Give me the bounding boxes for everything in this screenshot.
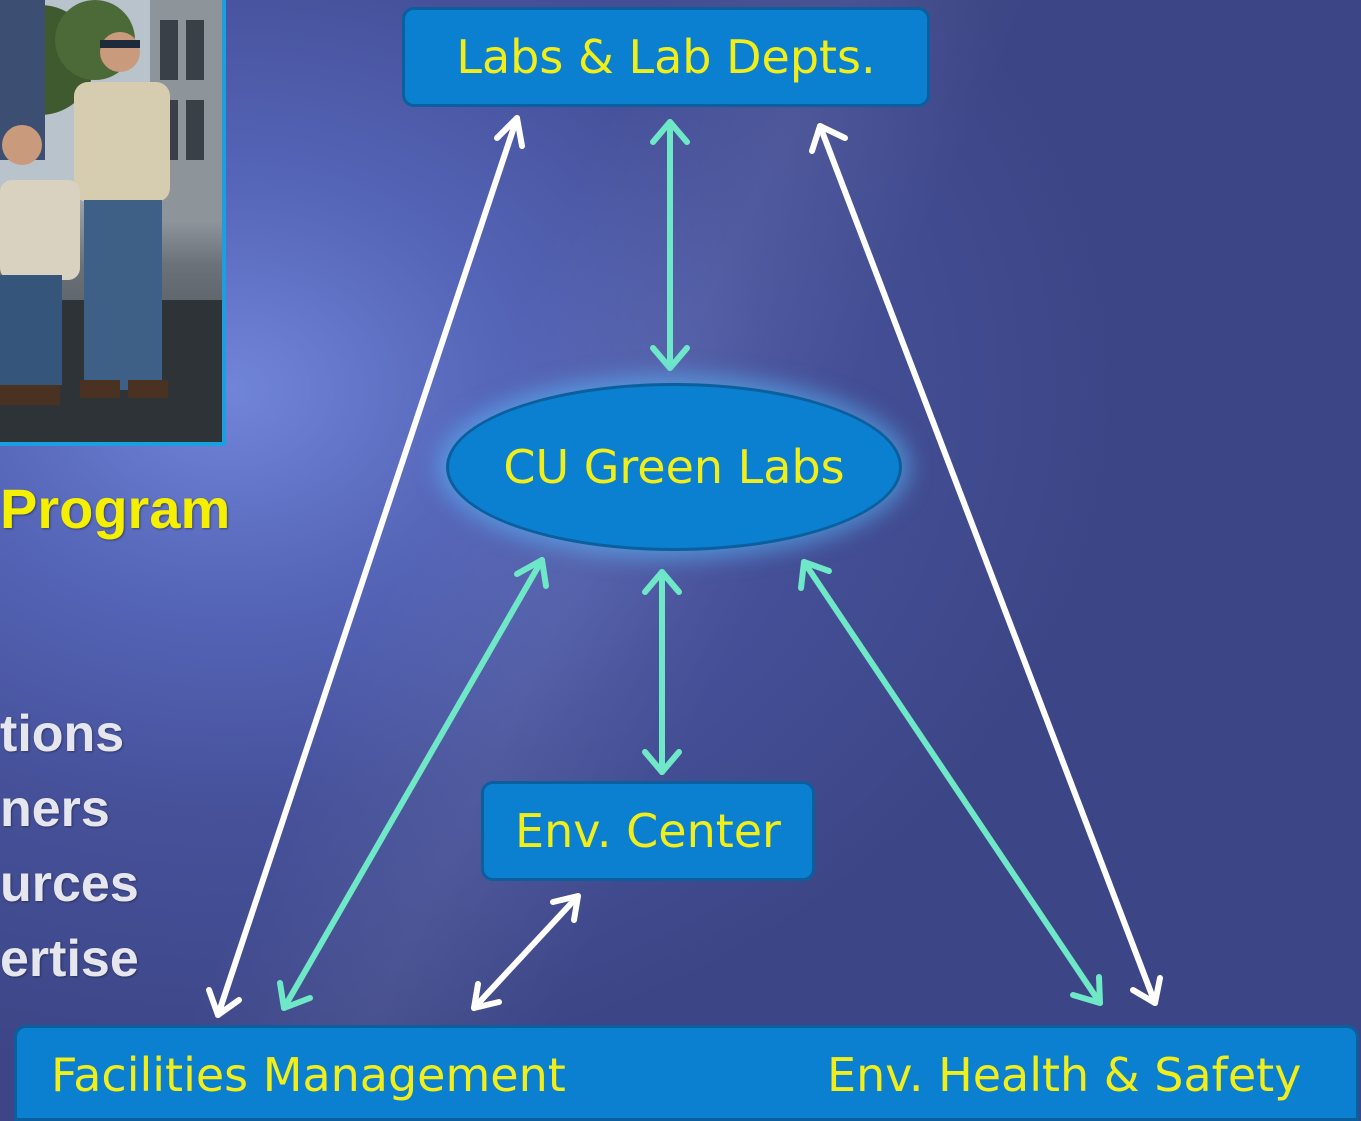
- team-photo: [0, 0, 226, 446]
- bullet-line-3: urces: [0, 855, 139, 913]
- bullet-line-1: tions: [0, 705, 125, 763]
- arrow-greenlabs-facilities: [277, 557, 549, 1011]
- bottom-bar: Facilities Management Env. Health & Safe…: [14, 1025, 1359, 1121]
- arrow-envcenter-facilities: [471, 893, 581, 1011]
- cu-green-labs-ellipse: CU Green Labs: [446, 383, 902, 551]
- bullet-line-2: ners: [0, 780, 110, 838]
- arrow-greenlabs-envcenter: [642, 569, 682, 775]
- arrow-greenlabs-ehs: [798, 559, 1103, 1006]
- arrow-labs-greenlabs: [650, 119, 690, 371]
- env-center-box: Env. Center: [481, 781, 815, 881]
- env-health-safety-label: Env. Health & Safety: [827, 1048, 1302, 1102]
- arrow-facilities-labs: [206, 115, 525, 1018]
- arrow-labs-ehs: [809, 123, 1163, 1006]
- bullet-line-4: ertise: [0, 930, 139, 988]
- program-heading: Program: [0, 477, 231, 540]
- facilities-management-label: Facilities Management: [51, 1048, 566, 1102]
- labs-depts-box: Labs & Lab Depts.: [402, 7, 930, 107]
